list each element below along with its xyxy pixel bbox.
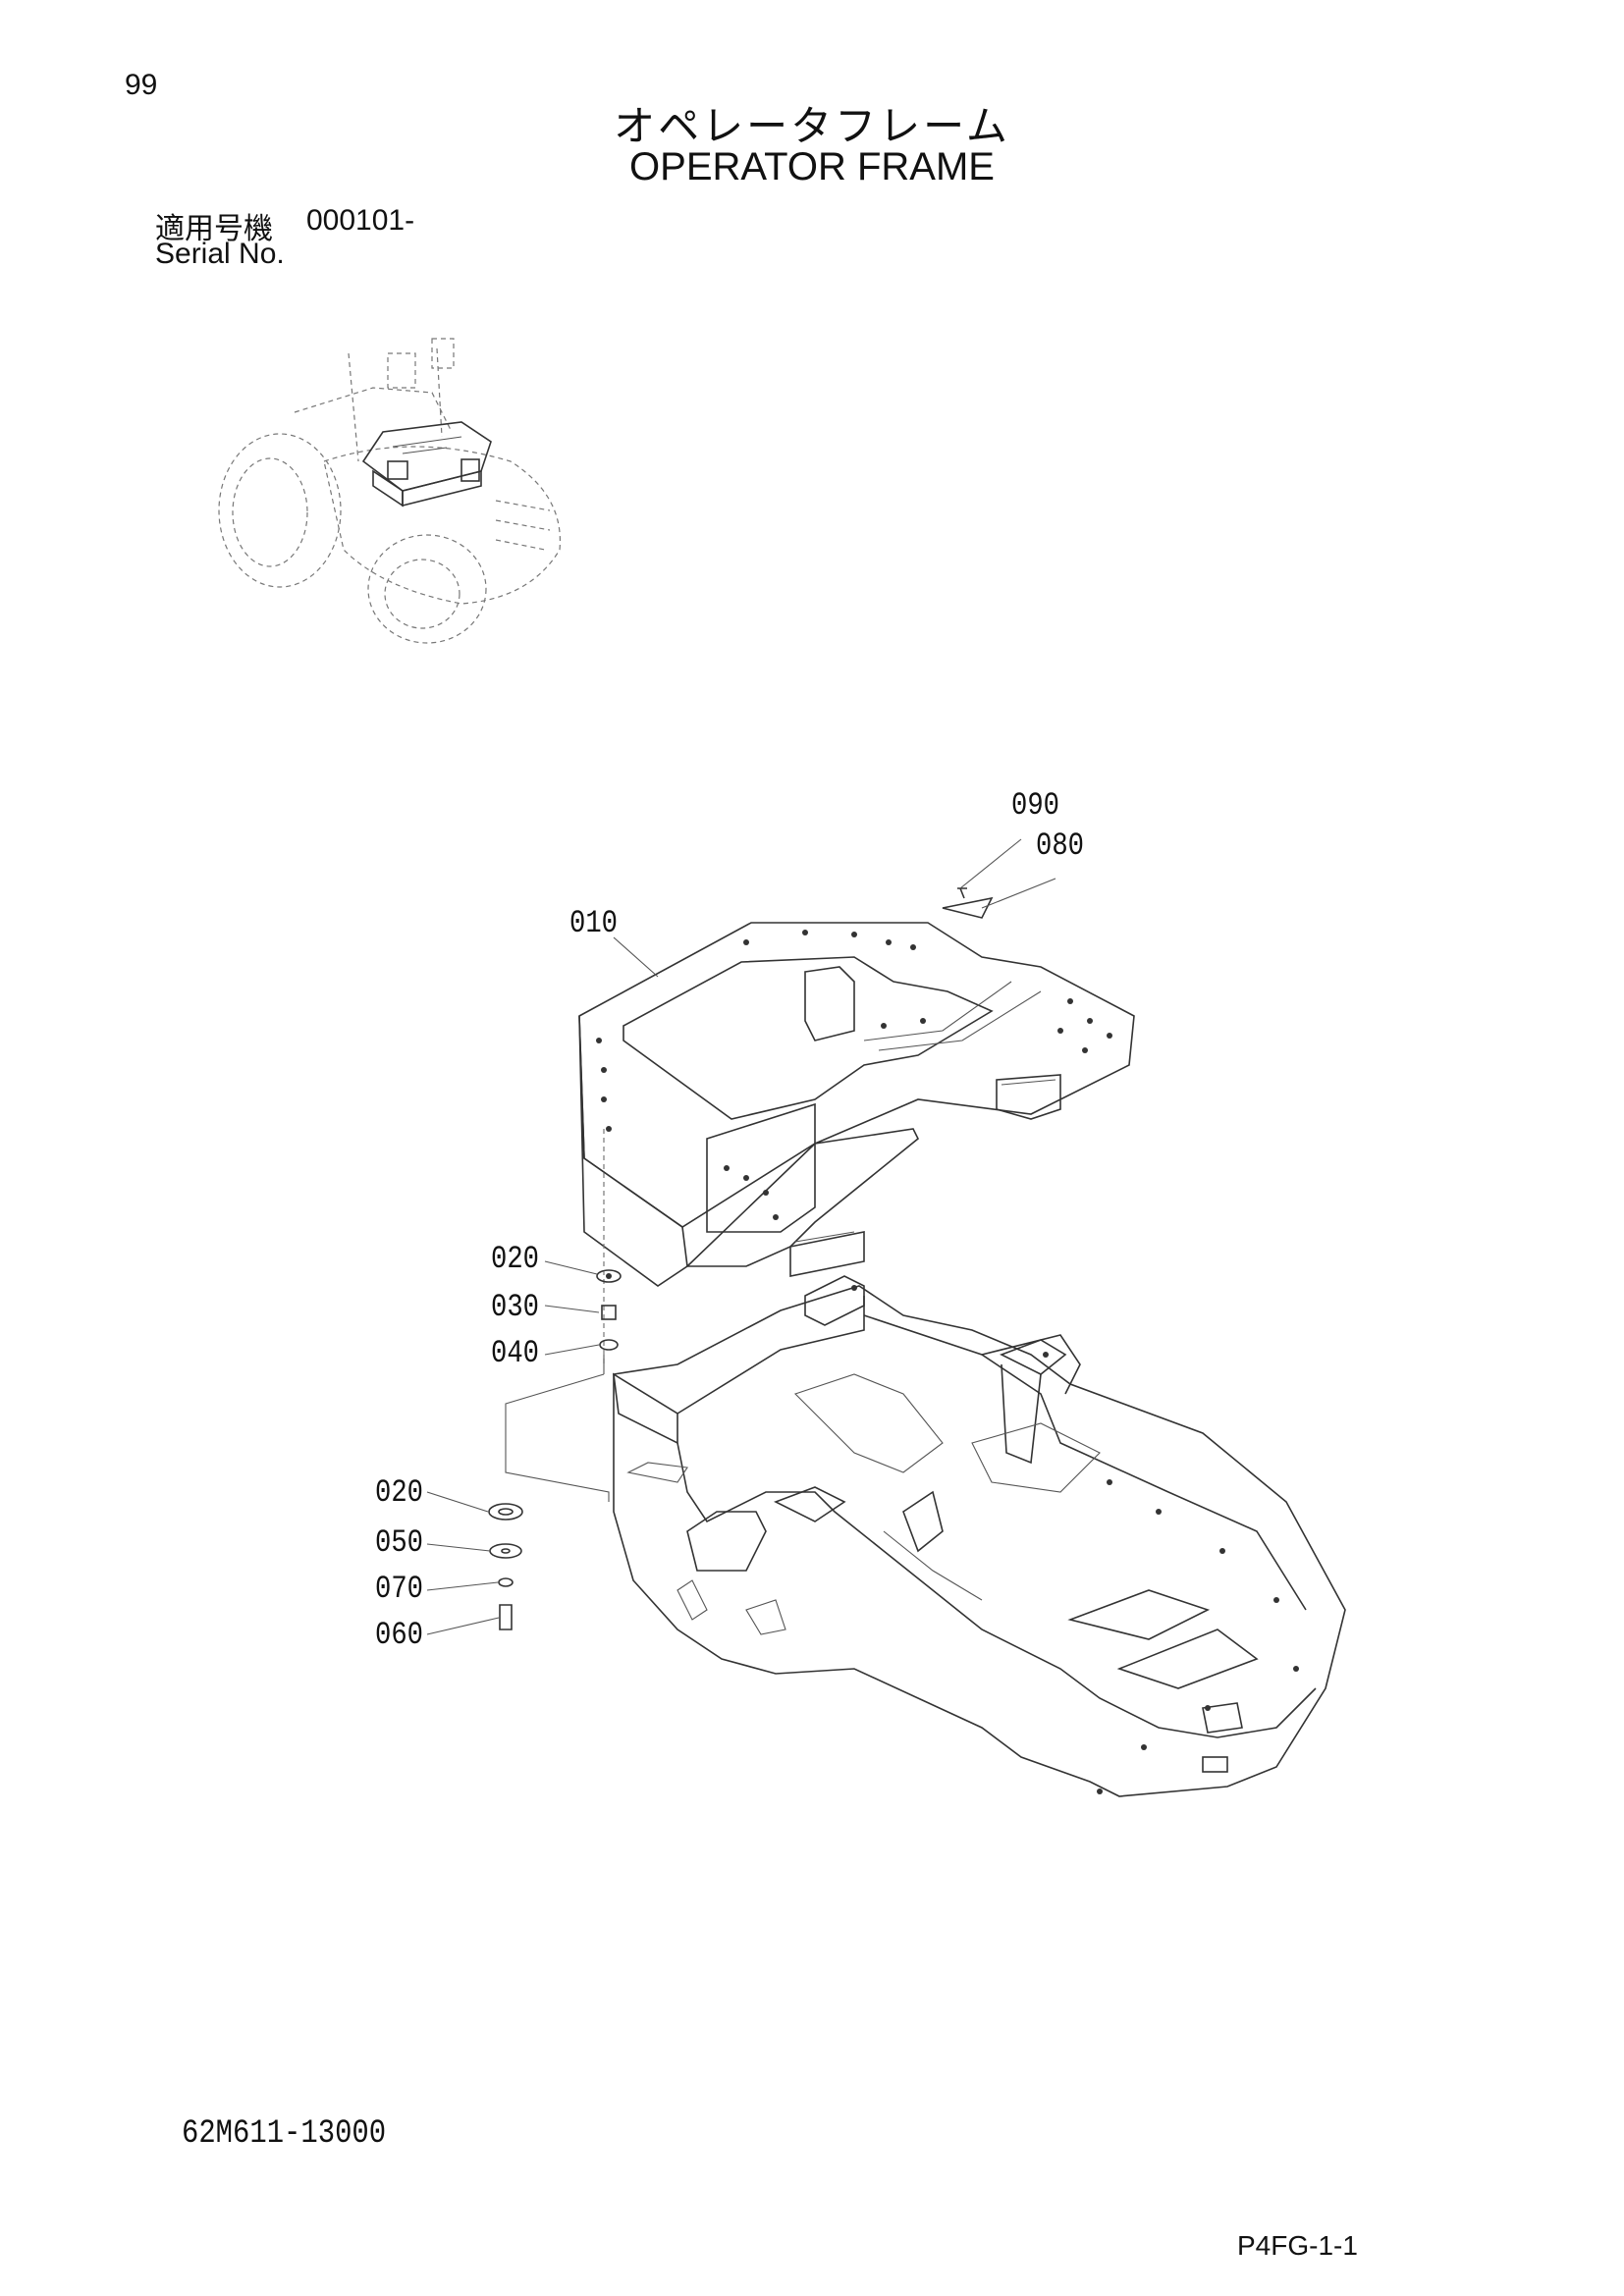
serial-label-english: Serial No.	[155, 238, 285, 270]
callout-020: 020	[491, 1241, 539, 1277]
title-english: OPERATOR FRAME	[629, 145, 995, 188]
main-chassis-frame	[612, 1275, 1346, 1797]
callout-080: 080	[1036, 828, 1084, 864]
callout-010: 010	[569, 905, 618, 941]
callout-030: 030	[491, 1289, 539, 1325]
leader-lines	[426, 838, 1056, 1635]
serial-label-japanese: 適用号機	[155, 212, 273, 246]
callout-020-lower: 020	[375, 1474, 423, 1511]
callout-090: 090	[1011, 787, 1059, 824]
operator-frame-010	[578, 922, 1135, 1364]
serial-number-range: 000101-	[306, 204, 415, 237]
page-number: 99	[125, 69, 158, 101]
callout-040: 040	[491, 1335, 539, 1371]
screw-090	[957, 887, 967, 899]
machine-overview-illustration	[218, 338, 562, 644]
callout-060: 060	[375, 1617, 423, 1653]
title-japanese: オペレータフレーム	[614, 102, 1010, 150]
drawing-number: 62M611-13000	[182, 2115, 387, 2153]
page-code: P4FG-1-1	[1237, 2230, 1358, 2261]
callout-070: 070	[375, 1571, 423, 1607]
plate-080	[942, 896, 994, 919]
callout-050: 050	[375, 1524, 423, 1561]
